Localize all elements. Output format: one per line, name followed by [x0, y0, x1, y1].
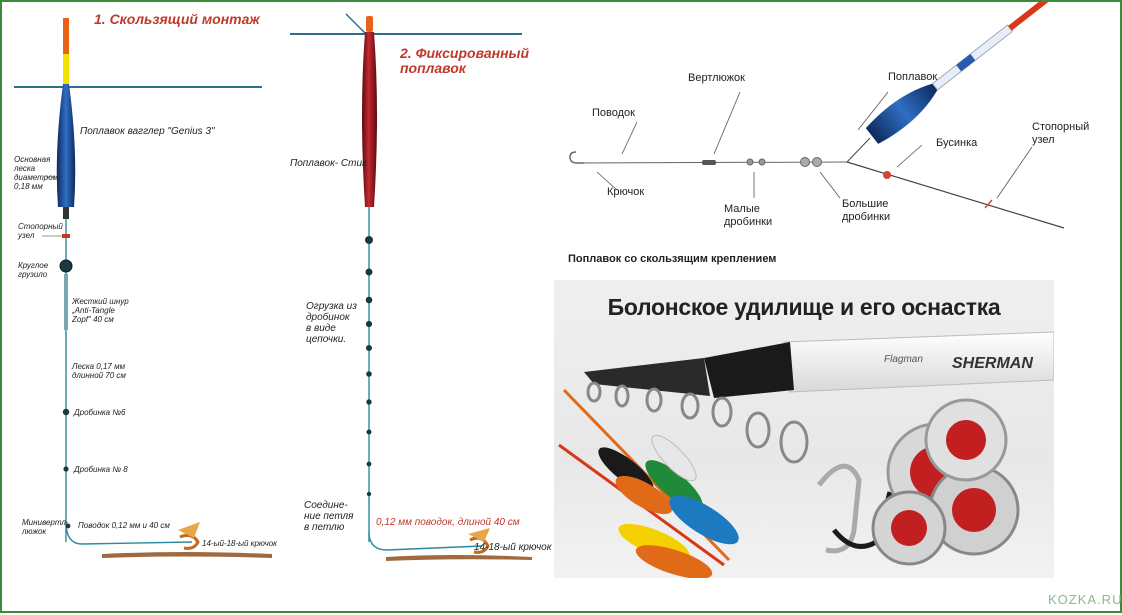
schematic-float-label: Поплавок: [888, 71, 938, 83]
shot6-label: Дробинка №6: [74, 408, 126, 417]
big-shot-1: [800, 157, 810, 167]
schematic-swivel-label: Вертлюжок: [688, 72, 745, 84]
rod-rings: [586, 381, 809, 464]
shot-chain-3: [365, 296, 373, 304]
hook-left-label: 14-ый-18-ый крючок: [202, 539, 277, 548]
shot-chain-7: [366, 399, 372, 405]
shot-chain-4: [365, 320, 373, 328]
hook-bait-left: [178, 522, 200, 538]
schematic-main-line: [846, 161, 1065, 229]
hook-mid-label: 14-18-ый крючок: [474, 542, 552, 553]
shot-chain-10: [366, 491, 372, 497]
schematic-hook-label: Крючок: [607, 186, 645, 198]
arrow-big-shot: [819, 171, 841, 199]
schematic-bead-label: Бусинка: [936, 137, 978, 149]
mini-swivel-label: Минивертл-люжок: [22, 518, 69, 536]
shot-chain-8: [366, 429, 372, 435]
waggler-antenna: [63, 18, 69, 54]
waggler-antenna-yellow: [63, 54, 69, 84]
left-diagram-title: 1. Скользящий монтаж: [94, 11, 260, 27]
arrow-bead: [896, 144, 923, 168]
leash-line-mid: [368, 531, 483, 551]
float-stem: [846, 137, 871, 163]
schematic-leash-label: Поводок: [592, 107, 635, 119]
leash-mid-label: 0,12 мм поводок, длиной 40 см: [376, 517, 520, 528]
rod-dark-section: [704, 342, 794, 398]
shot-chain-2: [365, 268, 373, 276]
water-tick-mid: [345, 13, 367, 35]
shot-chain-1: [365, 236, 373, 244]
shot-chain-5: [366, 345, 372, 351]
arrow-swivel: [713, 91, 741, 155]
waggler-body: [56, 84, 76, 207]
small-shot-1: [746, 158, 754, 166]
hook-bait-mid: [468, 528, 490, 542]
schematic-stop-knot: [984, 199, 993, 209]
shot-chain-9: [366, 461, 372, 467]
hook-left: [179, 533, 200, 550]
sliding-schematic: [569, 2, 1065, 229]
anti-tangle-cord: [64, 274, 68, 330]
bottom-mid: [386, 555, 532, 561]
rod-model: SHERMAN: [952, 355, 1033, 372]
leash-left-label: Поводок 0,12 мм и 40 см: [78, 521, 170, 530]
shot-boxes: [871, 398, 1020, 566]
shot-6: [62, 408, 70, 416]
arrow-hook: [596, 171, 618, 191]
bottom-left: [102, 552, 272, 558]
sliding-rig-diagram: [14, 18, 272, 558]
rod-brand: Flagman: [884, 354, 923, 365]
shot-chain-6: [366, 371, 372, 377]
rod-tip: [584, 358, 710, 396]
watermark: KOZKA.RU: [1048, 592, 1122, 607]
waggler-label: Поплавок вагглер "Genius 3": [80, 126, 215, 137]
arrow-float: [857, 91, 889, 131]
stick-body: [362, 32, 377, 207]
stop-knot-left: [62, 234, 70, 238]
mini-swivel: [65, 523, 71, 529]
banner-title: Болонское удилище и его оснастка: [607, 294, 1001, 320]
shot-8: [63, 466, 69, 472]
banner-illustration: Flagman SHERMAN: [558, 331, 1054, 578]
schematic-float: [865, 2, 1050, 144]
round-sinker: [59, 259, 73, 273]
shot8-label: Дробинка № 8: [74, 465, 128, 474]
schematic-caption: Поплавок со скользящим креплением: [568, 253, 777, 265]
stick-antenna: [366, 16, 373, 32]
waggler-base: [63, 207, 69, 219]
float-bundle: [558, 388, 739, 578]
arrow-stop-knot: [996, 146, 1033, 199]
small-shot-2: [758, 158, 766, 166]
banner-hook-1: [817, 463, 862, 554]
schematic-swivel: [702, 160, 716, 165]
bolognese-banner: Болонское удилище и его оснастка Flagman…: [554, 280, 1054, 578]
fixed-float-diagram: [290, 13, 532, 561]
schematic-hook: [569, 151, 584, 164]
arrow-leash: [621, 121, 638, 155]
stick-float-label: Поплавок- Стик: [290, 158, 367, 169]
schematic-bead: [883, 171, 891, 179]
big-shot-2: [812, 157, 822, 167]
